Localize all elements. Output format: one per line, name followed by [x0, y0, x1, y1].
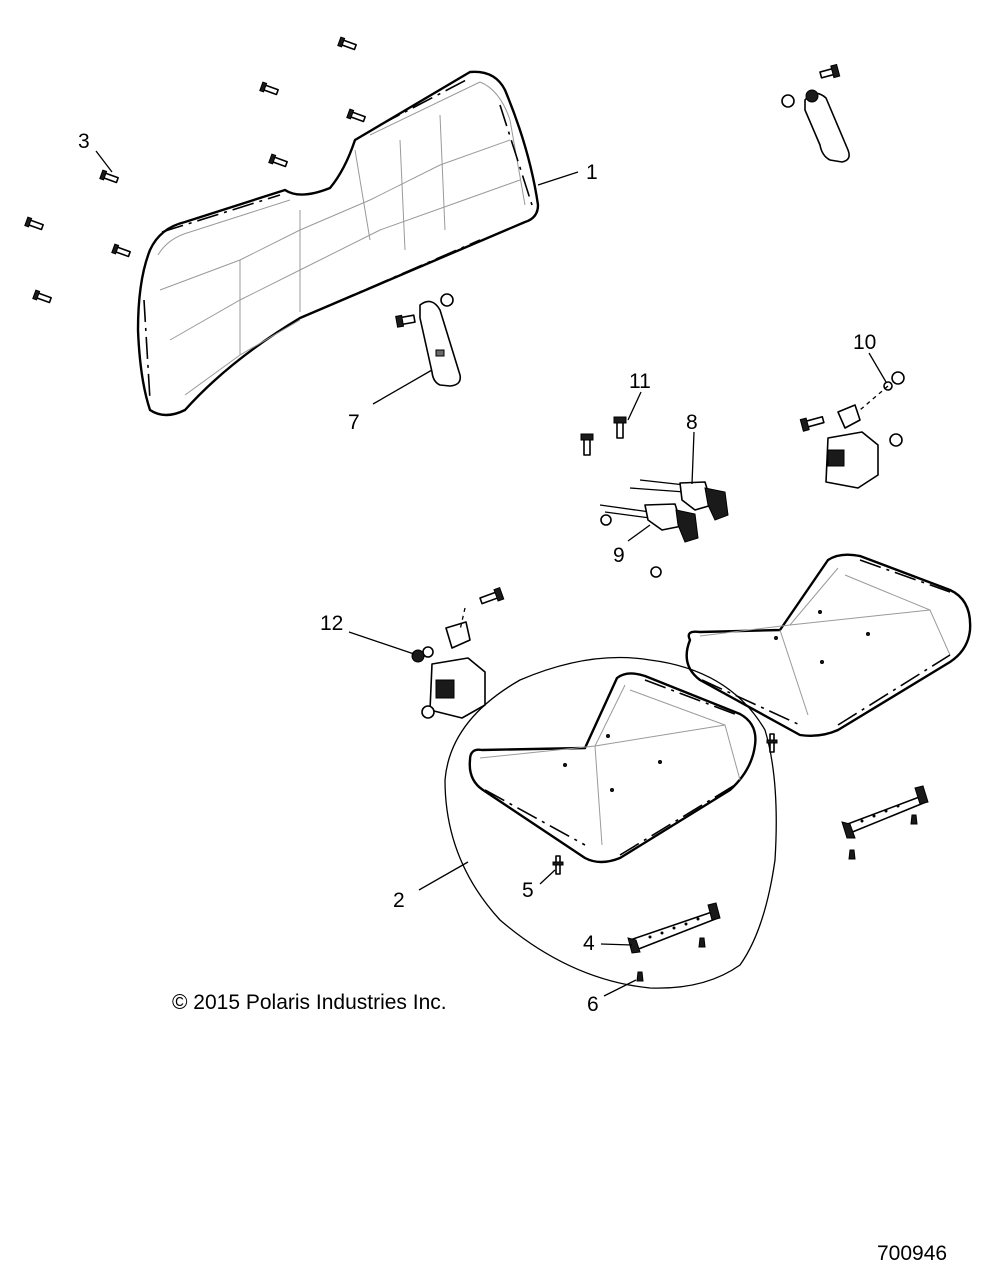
callout-8: 8 [686, 411, 698, 434]
seat-belt-retractor-left [411, 587, 505, 719]
copyright-notice: © 2015 Polaris Industries Inc. [172, 991, 447, 1014]
callout-5: 5 [522, 879, 534, 902]
bracket-holes [648, 917, 700, 939]
callout-7: 7 [348, 411, 360, 434]
callout-4: 4 [583, 932, 595, 955]
callout-1: 1 [586, 161, 598, 184]
seat-belt-buckles [599, 479, 729, 543]
callout-labels: 1 2 3 4 5 6 7 8 9 10 11 12 [78, 130, 876, 1016]
callout-12: 12 [320, 612, 343, 635]
seat-back-cushion [136, 70, 540, 417]
buckle-bolts [580, 416, 662, 578]
upper-right-belt-bracket [781, 63, 850, 163]
callout-9: 9 [613, 544, 625, 567]
callout-6: 6 [587, 993, 599, 1016]
callout-2: 2 [393, 889, 405, 912]
drawing-number: 700946 [877, 1242, 947, 1265]
callout-10: 10 [853, 331, 876, 354]
seat-mount-bracket-right [841, 785, 929, 839]
mounting-pins [552, 733, 918, 982]
seat-bottom-cushion-left [468, 672, 757, 864]
seat-belt-bracket [395, 293, 462, 387]
seat-mount-bracket-left [627, 902, 721, 954]
leader-lines [95, 150, 887, 997]
seat-bottom-cushion-right [685, 553, 972, 738]
seat-assembly-highlight [444, 656, 777, 989]
callout-3: 3 [78, 130, 90, 153]
seat-belt-retractor-right [799, 371, 905, 489]
callout-11: 11 [629, 370, 651, 393]
seat-back-screws [24, 36, 366, 304]
